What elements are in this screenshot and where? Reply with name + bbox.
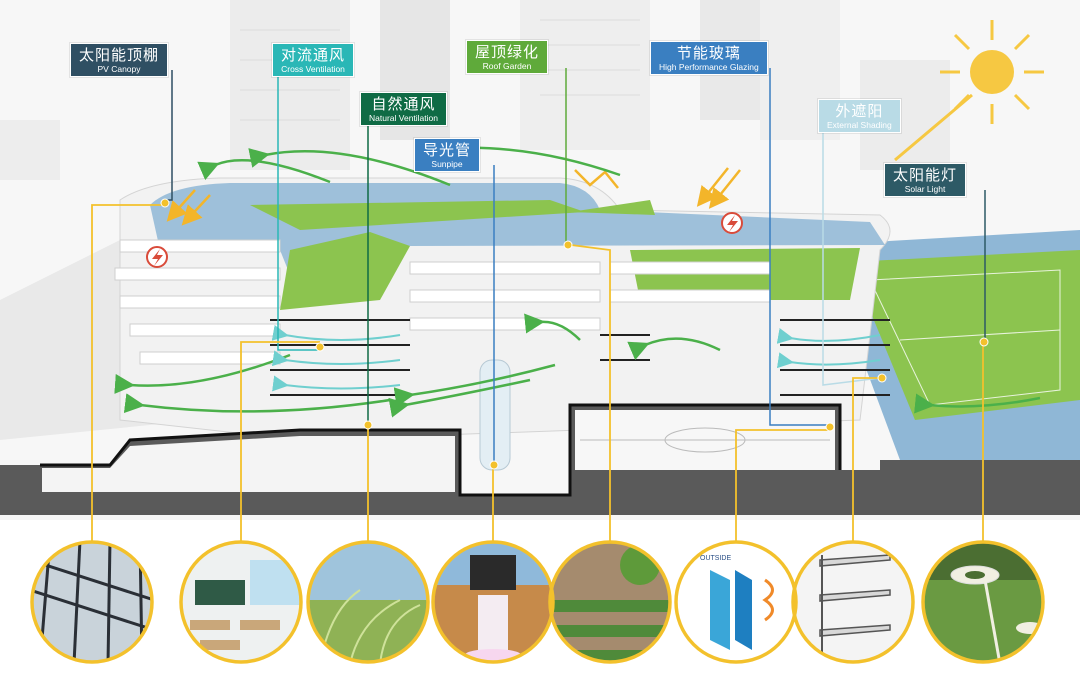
- photo-leaders: [91, 204, 984, 542]
- label-natural-ventilation: 自然通风 Natural Ventilation: [360, 92, 447, 126]
- callout-dots: [160, 198, 989, 470]
- label-pv-canopy: 太阳能顶棚 PV Canopy: [70, 43, 169, 77]
- label-cross-ventilation-en: Cross Ventilation: [281, 64, 345, 74]
- callout-leaders: [165, 68, 986, 465]
- green-wall-photo: [550, 542, 670, 662]
- label-pv-canopy-en: PV Canopy: [97, 64, 141, 74]
- label-solar-light: 太阳能灯 Solar Light: [884, 163, 967, 197]
- label-high-performance-glazing-en: High Performance Glazing: [659, 62, 759, 72]
- label-sunpipe: 导光管 Sunpipe: [414, 138, 481, 172]
- label-roof-garden-zh: 屋顶绿化: [475, 44, 540, 61]
- label-sunpipe-zh: 导光管: [423, 142, 472, 159]
- label-high-performance-glazing-zh: 节能玻璃: [676, 45, 741, 62]
- label-natural-ventilation-zh: 自然通风: [371, 96, 436, 113]
- label-solar-light-en: Solar Light: [904, 184, 946, 194]
- label-cross-ventilation-zh: 对流通风: [281, 47, 346, 64]
- solar-lamp-photo: [923, 542, 1043, 662]
- solar-rays: [166, 167, 741, 226]
- photo-rings: [30, 540, 1045, 664]
- shading-diagram: [793, 542, 913, 662]
- label-high-performance-glazing: 节能玻璃 High Performance Glazing: [650, 41, 768, 75]
- label-pv-canopy-zh: 太阳能顶棚: [79, 47, 160, 64]
- label-external-shading-en: External Shading: [827, 120, 892, 130]
- classroom-photo: [181, 542, 301, 662]
- label-natural-ventilation-en: Natural Ventilation: [369, 113, 438, 123]
- label-external-shading-zh: 外遮阳: [835, 103, 884, 120]
- glazing-outside-text: OUTSIDE: [700, 555, 731, 562]
- glazing-diagram: OUTSIDE: [676, 542, 796, 662]
- label-external-shading: 外遮阳 External Shading: [818, 99, 901, 133]
- label-sunpipe-en: Sunpipe: [431, 159, 463, 169]
- building-mass: [0, 177, 1080, 515]
- label-roof-garden: 屋顶绿化 Roof Garden: [466, 40, 549, 74]
- label-roof-garden-en: Roof Garden: [482, 61, 532, 71]
- pv-generation-icons: [146, 212, 743, 268]
- label-cross-ventilation: 对流通风 Cross Ventilation: [272, 43, 355, 77]
- cross-ventilation-arrows: [271, 324, 881, 392]
- sun-icon: [894, 20, 1044, 162]
- label-solar-light-zh: 太阳能灯: [893, 167, 958, 184]
